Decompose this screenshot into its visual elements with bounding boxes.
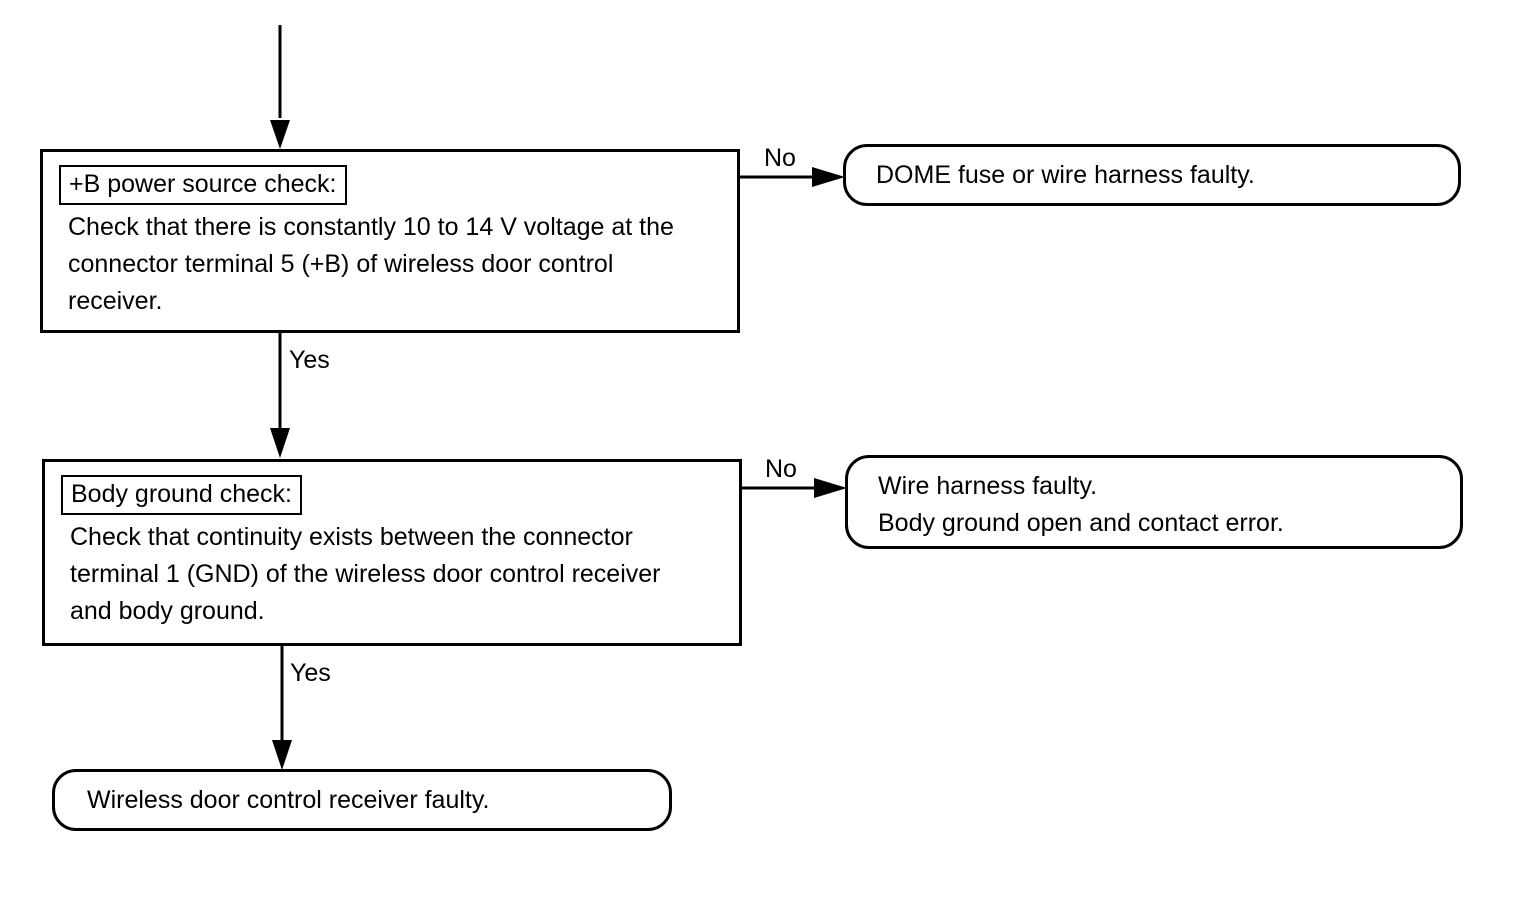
step2-yes-label: Yes <box>290 659 331 687</box>
step2-check-box: Body ground check: Check that continuity… <box>42 459 742 646</box>
step2-no-arrowhead <box>814 478 847 498</box>
step2-no-result-box: Wire harness faulty. Body ground open an… <box>845 455 1463 549</box>
final-result-box: Wireless door control receiver faulty. <box>52 769 672 831</box>
entry-arrowhead <box>270 120 290 149</box>
step1-body-line: Check that there is constantly 10 to 14 … <box>68 213 674 241</box>
step1-no-result-text: DOME fuse or wire harness faulty. <box>876 161 1255 189</box>
step1-body-line: connector terminal 5 (+B) of wireless do… <box>68 250 614 278</box>
step2-no-label: No <box>765 455 797 483</box>
step1-no-arrowhead <box>812 167 845 187</box>
step1-no-result-box: DOME fuse or wire harness faulty. <box>843 144 1461 206</box>
step2-body-line: terminal 1 (GND) of the wireless door co… <box>70 560 661 588</box>
step1-title: +B power source check: <box>59 165 347 205</box>
step2-body: Check that continuity exists between the… <box>70 519 739 630</box>
step1-body: Check that there is constantly 10 to 14 … <box>68 209 737 320</box>
step2-body-line: Check that continuity exists between the… <box>70 523 633 551</box>
step2-body-line: and body ground. <box>70 597 265 625</box>
step1-no-label: No <box>764 144 796 172</box>
step1-check-box: +B power source check: Check that there … <box>40 149 740 333</box>
step1-body-line: receiver. <box>68 287 163 315</box>
step2-no-result-line: Body ground open and contact error. <box>878 509 1284 537</box>
final-result-text: Wireless door control receiver faulty. <box>87 786 490 814</box>
step2-title: Body ground check: <box>61 475 302 515</box>
step1-yes-label: Yes <box>289 346 330 374</box>
step2-yes-arrowhead <box>272 740 292 770</box>
step2-no-result-line: Wire harness faulty. <box>878 472 1098 500</box>
step1-yes-arrowhead <box>270 428 290 458</box>
